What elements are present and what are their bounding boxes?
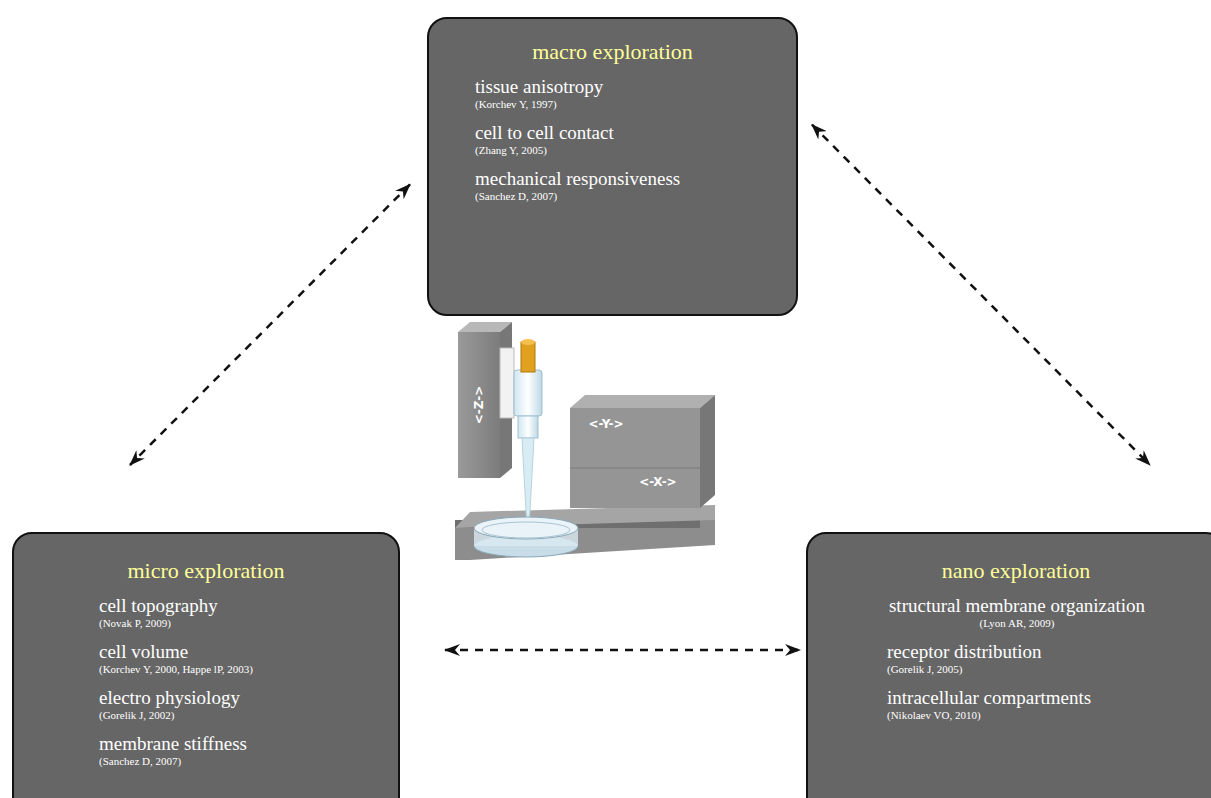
orange-connector <box>521 342 535 372</box>
xy-block-top <box>570 395 715 408</box>
z-column-front <box>458 332 500 478</box>
topic-label: structural membrane organization <box>808 596 1163 617</box>
holder-plate <box>500 348 514 418</box>
topic-label: cell volume <box>14 642 398 663</box>
axis-label: <-Z-> <box>472 386 486 425</box>
panel-heading: nano exploration <box>808 558 1211 584</box>
xy-block-side <box>700 395 715 508</box>
citation-text: (Zhang Y, 2005) <box>429 144 796 157</box>
axis-label: <-Y-> <box>588 417 623 431</box>
citation-text: (Gorelik J, 2002) <box>14 709 398 722</box>
topic-label: receptor distribution <box>808 642 1211 663</box>
dashed-connector <box>130 184 410 465</box>
citation-text: (Gorelik J, 2005) <box>808 663 1211 676</box>
topic-label: membrane stiffness <box>14 734 398 755</box>
panel-heading: macro exploration <box>429 39 796 65</box>
xy-block-front <box>570 408 700 508</box>
dish-liquid <box>482 522 570 538</box>
exploration-panel: nano exploration structural membrane orga… <box>806 532 1211 798</box>
petri-dish <box>474 517 578 539</box>
topic-label: cell topography <box>14 596 398 617</box>
connector-cap <box>521 339 535 345</box>
xy-block-seam <box>570 468 700 469</box>
citation-text: (Lyon AR, 2009) <box>808 617 1163 630</box>
panel-heading: micro exploration <box>14 558 398 584</box>
citation-text: (Sanchez D, 2007) <box>429 190 796 203</box>
citation-text: (Novak P, 2009) <box>14 617 398 630</box>
pipette-holder <box>514 370 542 416</box>
dashed-connector <box>812 125 1150 465</box>
topic-label: mechanical responsiveness <box>429 169 796 190</box>
topic-label: tissue anisotropy <box>429 77 796 98</box>
citation-text: (Korchev Y, 1997) <box>429 98 796 111</box>
topic-label: electro physiology <box>14 688 398 709</box>
citation-text: (Nikolaev VO, 2010) <box>808 709 1211 722</box>
stage-plate <box>455 505 715 560</box>
topic-label: cell to cell contact <box>429 123 796 144</box>
glass-pipette <box>522 438 534 530</box>
axis-label: <-X-> <box>639 475 676 489</box>
topic-label: intracellular compartments <box>808 688 1211 709</box>
exploration-panel: macro exploration tissue anisotropy(Korch… <box>427 17 798 316</box>
exploration-panel: micro exploration cell topography(Novak P… <box>12 532 400 798</box>
dashed-connector <box>445 649 800 652</box>
citation-text: (Sanchez D, 2007) <box>14 755 398 768</box>
citation-text: (Korchev Y, 2000, Happe lP, 2003) <box>14 663 398 676</box>
pipette-body <box>518 416 538 438</box>
